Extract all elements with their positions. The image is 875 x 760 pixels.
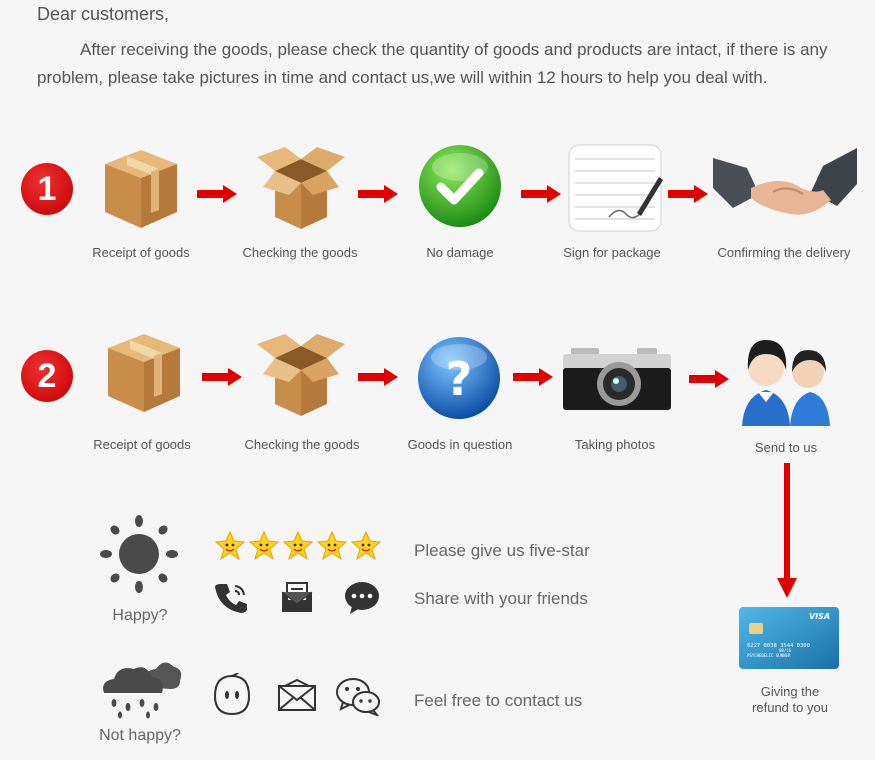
card-number: 6227 0038 3544 0300 — [747, 643, 810, 649]
box-closed-icon — [105, 150, 177, 228]
five-star-text: Please give us five-star — [414, 541, 590, 560]
card-brand: VISA — [809, 612, 830, 621]
check-circle-icon — [419, 145, 501, 227]
arrow-right-icon — [358, 368, 398, 386]
step-label: Sign for package — [563, 245, 661, 260]
customer-service-icon — [742, 340, 830, 426]
box-open-icon — [257, 147, 345, 229]
card-holder: PSYCHEDELIC GUNNER — [747, 653, 791, 658]
step-label: Confirming the delivery — [717, 245, 851, 260]
greeting: Dear customers, — [37, 4, 170, 24]
qq-penguin-icon[interactable] — [211, 673, 253, 717]
down-arrow-shaft — [784, 463, 790, 581]
step-number-2: 2 — [21, 350, 73, 402]
step-number-1: 1 — [21, 163, 73, 215]
arrow-right-icon — [521, 185, 561, 203]
arrow-right-icon — [197, 185, 237, 203]
star-icon — [214, 530, 246, 561]
credit-card-icon: VISA 6227 0038 3544 0300 PSYCHEDELIC GUN… — [739, 607, 839, 669]
five-star-rating — [214, 530, 382, 561]
mail-icon[interactable] — [280, 580, 314, 614]
rain-cloud-icon — [103, 662, 182, 719]
box-closed-icon — [108, 334, 180, 412]
contact-text: Feel free to contact us — [414, 691, 583, 710]
arrow-right-icon — [668, 185, 708, 203]
step-label: No damage — [426, 245, 494, 260]
question-circle-icon: ? — [418, 337, 500, 419]
arrow-right-icon — [358, 185, 398, 203]
step-label: Receipt of goods — [93, 437, 191, 452]
step-label: Send to us — [754, 440, 818, 455]
svg-text:?: ? — [446, 352, 473, 406]
intro-text: After receiving the goods, please check … — [37, 36, 867, 92]
card-expiry: 08/16 — [779, 648, 792, 653]
refund-label-1: Giving the — [760, 684, 820, 699]
sun-icon — [100, 515, 178, 593]
chat-bubble-icon[interactable] — [344, 581, 380, 615]
intro-line-1: After receiving the goods, please check … — [80, 40, 828, 59]
envelope-icon[interactable] — [277, 678, 317, 712]
step-label: Checking the goods — [242, 245, 358, 260]
step-label: Taking photos — [574, 437, 656, 452]
arrow-right-icon — [513, 368, 553, 386]
happy-label: Happy? — [112, 607, 168, 624]
handshake-icon — [713, 148, 857, 215]
box-open-icon — [257, 334, 345, 416]
not-happy-label: Not happy? — [99, 727, 181, 744]
step-label: Checking the goods — [244, 437, 360, 452]
arrow-right-icon — [689, 370, 729, 388]
phone-icon[interactable] — [215, 580, 249, 614]
wechat-icon[interactable] — [335, 676, 381, 716]
step-label: Receipt of goods — [92, 245, 190, 260]
step-label: Goods in question — [407, 437, 513, 452]
refund-label-2: refund to you — [752, 700, 828, 715]
intro-line-2: problem, please take pictures in time an… — [37, 68, 768, 87]
camera-icon — [563, 348, 671, 410]
share-text: Share with your friends — [414, 589, 588, 608]
arrow-right-icon — [202, 368, 242, 386]
arrow-down-icon — [777, 578, 797, 598]
sign-document-icon — [568, 144, 663, 232]
